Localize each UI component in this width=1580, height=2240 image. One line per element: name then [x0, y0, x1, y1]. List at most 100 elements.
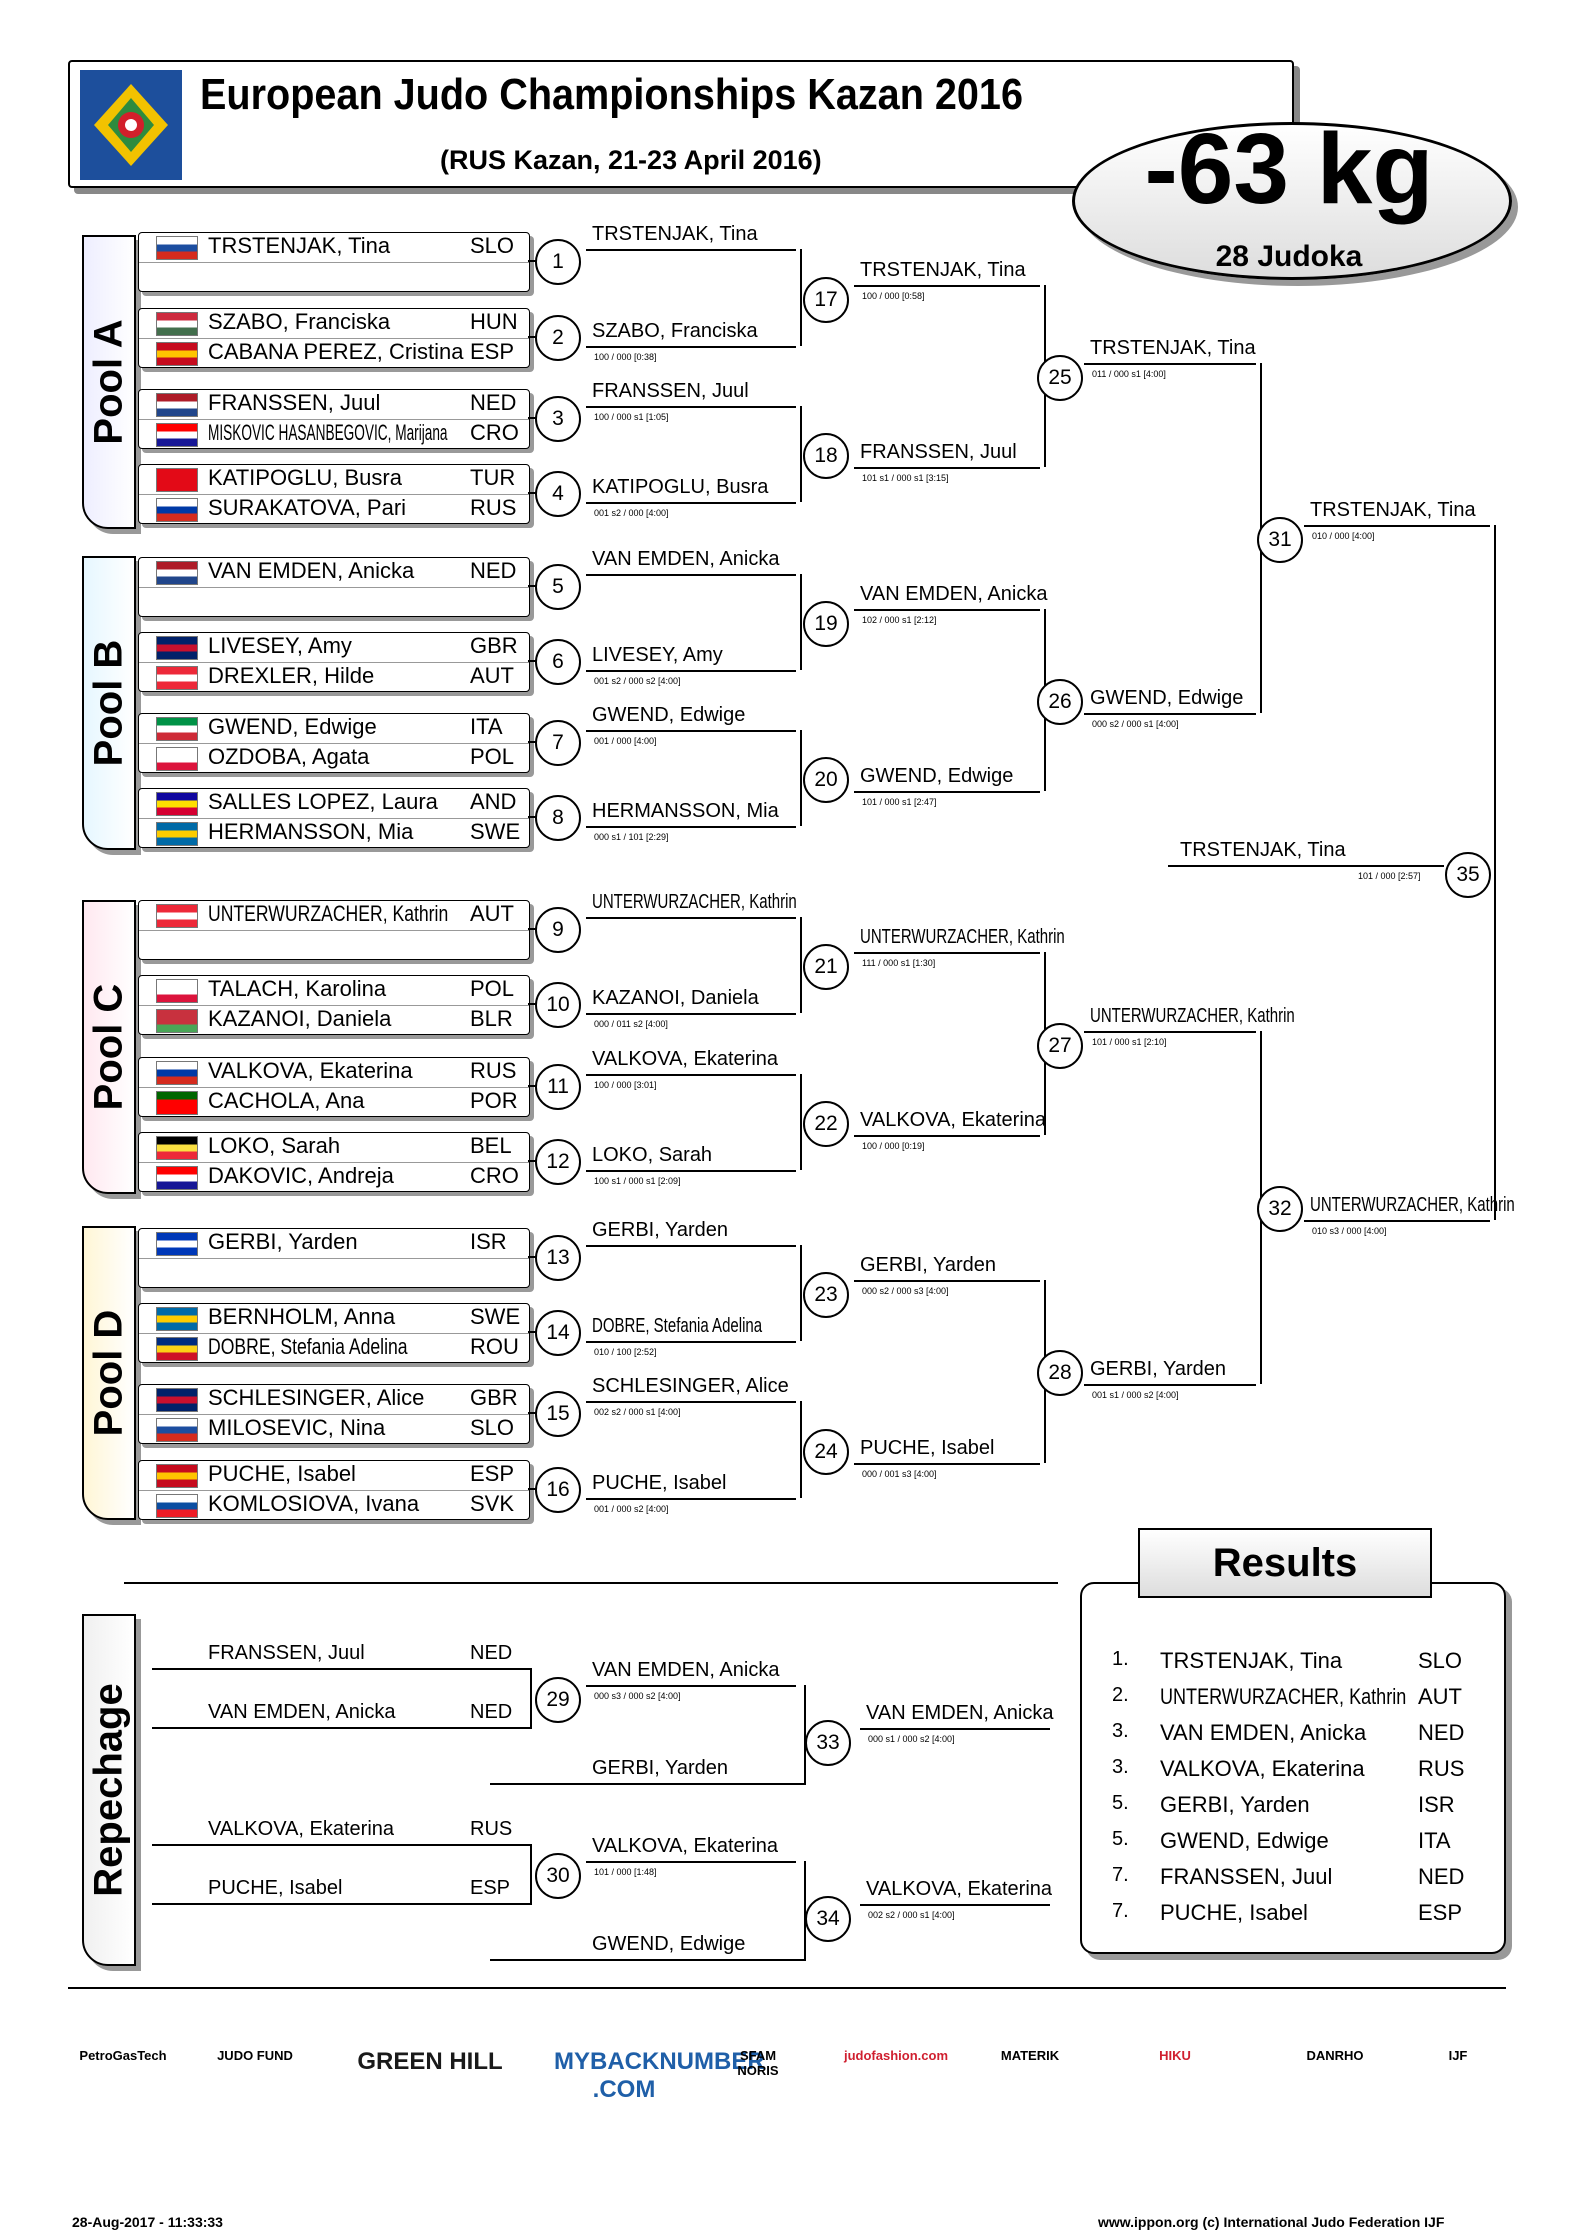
sponsor-logo: IJF: [1448, 2048, 1468, 2063]
match-winner: KATIPOGLU, Busra: [592, 476, 769, 498]
match-score: 010 / 100 [2:52]: [594, 1347, 657, 1357]
weight-badge: [1072, 122, 1512, 280]
flag-icon: [156, 1418, 198, 1442]
match-score: 000 s1 / 101 [2:29]: [594, 832, 669, 842]
match-number: 33: [805, 1720, 851, 1766]
athlete-name: GERBI, Yarden: [208, 1229, 358, 1254]
athlete-country: BLR: [470, 1006, 513, 1031]
result-country: NED: [1418, 1864, 1465, 1889]
entry-divider: [139, 662, 529, 663]
result-name: GERBI, Yarden: [1160, 1792, 1310, 1817]
match-number: 15: [535, 1391, 581, 1437]
match-number: 6: [535, 639, 581, 685]
flag-icon: [156, 1494, 198, 1518]
match-winner: UNTERWURZACHER, Kathrin: [1310, 1194, 1515, 1217]
match-winner: TRSTENJAK, Tina: [592, 223, 758, 245]
sponsor-logo: SFAM NORIS: [737, 2048, 779, 2078]
athlete-country: AUT: [470, 901, 514, 926]
athlete-country: POL: [470, 744, 515, 769]
sponsor-logo: HIKU: [1159, 2048, 1191, 2063]
flag-icon: [156, 498, 198, 522]
repechage-athlete: VALKOVA, Ekaterina: [208, 1818, 395, 1840]
athlete-name: SZABO, Franciska: [208, 309, 391, 334]
entry-divider: [139, 262, 529, 263]
match-number: 32: [1257, 1186, 1303, 1233]
match-number: 12: [535, 1139, 581, 1185]
flag-icon: [156, 1388, 198, 1412]
repechage-athlete: PUCHE, Isabel: [208, 1877, 343, 1899]
bracket-line: [854, 952, 1040, 954]
pool-a-label: Pool A: [82, 235, 136, 529]
repechage-country: RUS: [470, 1818, 513, 1840]
flag-icon: [156, 423, 198, 447]
match-winner: FRANSSEN, Juul: [860, 441, 1017, 463]
athlete-name: SCHLESINGER, Alice: [208, 1385, 425, 1410]
match-box: [138, 900, 530, 960]
athlete-country: GBR: [470, 633, 518, 658]
match-number: 1: [535, 239, 581, 285]
result-rank: 3.: [1112, 1756, 1129, 1778]
match-score: 102 / 000 s1 [2:12]: [862, 615, 937, 625]
athlete-country: RUS: [470, 1058, 517, 1083]
match-score: 010 s3 / 000 [4:00]: [1312, 1226, 1387, 1237]
match-winner: GWEND, Edwige: [860, 765, 1014, 787]
match-winner: TRSTENJAK, Tina: [1090, 336, 1256, 359]
entry-divider: [139, 818, 529, 819]
match-number: 35: [1445, 851, 1491, 898]
entry-divider: [139, 1333, 529, 1334]
flag-icon: [156, 468, 198, 492]
match-score: 000 s1 / 000 s2 [4:00]: [868, 1734, 955, 1744]
bracket-line: [1168, 864, 1444, 867]
bracket-line: [800, 917, 802, 1013]
entry-divider: [139, 494, 529, 495]
results-panel: [1080, 1582, 1506, 1954]
repechage-country: NED: [470, 1701, 513, 1723]
athlete-name: MILOSEVIC, Nina: [208, 1415, 386, 1440]
result-rank: 7.: [1112, 1864, 1129, 1886]
match-score: 100 / 000 [0:58]: [862, 290, 925, 301]
athlete-name: KOMLOSIOVA, Ivana: [208, 1491, 420, 1516]
bracket-line: [586, 1170, 796, 1172]
bracket-line: [1304, 1220, 1490, 1223]
athlete-country: HUN: [470, 309, 518, 334]
flag-icon: [156, 979, 198, 1003]
event-subtitle: (RUS Kazan, 21-23 April 2016): [440, 145, 822, 175]
bracket-line: [586, 574, 796, 576]
bracket-line: [854, 1135, 1040, 1137]
flag-icon: [156, 747, 198, 771]
match-box: [138, 557, 530, 617]
match-box: [138, 308, 530, 368]
match-number: 19: [803, 601, 849, 647]
match-winner: KAZANOI, Daniela: [592, 987, 759, 1009]
match-score: 002 s2 / 000 s1 [4:00]: [594, 1407, 681, 1417]
athlete-name: GWEND, Edwige: [208, 714, 377, 739]
match-number: 31: [1257, 516, 1303, 563]
result-country: SLO: [1418, 1648, 1463, 1673]
bracket-line: [800, 249, 802, 346]
match-number: 8: [535, 795, 581, 841]
athlete-name: DREXLER, Hilde: [208, 663, 375, 688]
bracket-line: [586, 826, 796, 828]
bracket-line: [152, 1844, 532, 1846]
athlete-country: GBR: [470, 1385, 518, 1410]
entry-divider: [139, 1005, 529, 1006]
match-winner: HERMANSSON, Mia: [592, 800, 779, 822]
match-score: 100 / 000 [0:19]: [862, 1141, 925, 1151]
entry-divider: [139, 1258, 529, 1259]
result-rank: 1.: [1112, 1648, 1129, 1670]
pool-label-text: Pool B: [86, 639, 131, 767]
athlete-country: ESP: [470, 339, 515, 364]
bracket-line: [586, 1685, 796, 1687]
match-score: 100 / 000 s1 [1:05]: [594, 412, 669, 422]
sponsor-logo: DANRHO: [1306, 2048, 1364, 2063]
match-box: [138, 975, 530, 1035]
result-rank: 7.: [1112, 1900, 1129, 1922]
bracket-line: [800, 406, 802, 502]
flag-icon: [156, 393, 198, 417]
athlete-country: SLO: [470, 233, 515, 258]
athlete-name: DAKOVIC, Andreja: [208, 1163, 394, 1188]
bracket-line: [1304, 524, 1490, 527]
weight-class: -63 kg: [1144, 113, 1434, 225]
match-number: 3: [535, 396, 581, 442]
result-rank: 2.: [1112, 1684, 1129, 1706]
